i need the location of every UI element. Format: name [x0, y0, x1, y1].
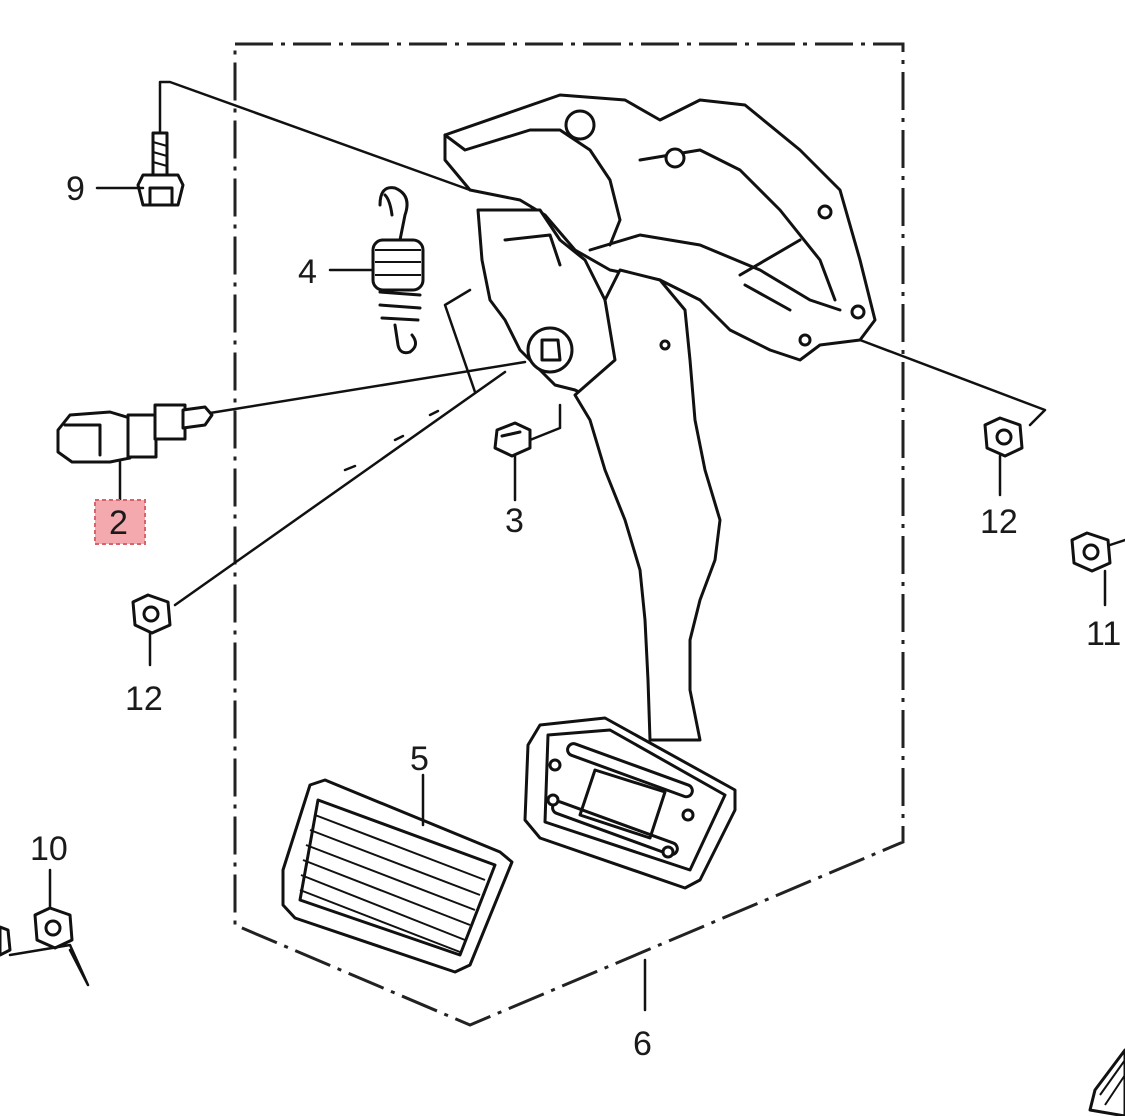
nut-12-right — [983, 416, 1024, 458]
callout-11: 11 — [1086, 615, 1121, 653]
nut-12-left — [131, 593, 172, 635]
nut-10 — [0, 906, 74, 957]
callout-12-right: 12 — [980, 503, 1018, 541]
accelerator-pedal-partial — [1088, 1048, 1125, 1116]
callout-9: 9 — [66, 170, 85, 208]
pedal-pad-rubber — [281, 778, 514, 974]
stop-lamp-switch — [56, 403, 214, 464]
callouts: 9 4 2 3 12 12 11 5 10 6 — [30, 170, 1121, 1063]
callout-3: 3 — [505, 502, 524, 540]
callout-5: 5 — [410, 740, 429, 778]
bolt — [136, 131, 185, 207]
callout-12-left: 12 — [125, 680, 163, 718]
leader-lines — [8, 80, 1125, 1012]
callout-4: 4 — [298, 253, 317, 291]
callout-10: 10 — [30, 830, 68, 868]
callout-2-highlight — [94, 499, 146, 545]
return-spring — [371, 186, 425, 355]
callout-2: 2 — [109, 504, 128, 542]
callout-6: 6 — [633, 1025, 652, 1063]
nut-11 — [1070, 531, 1112, 573]
pedal-assembly — [443, 93, 877, 890]
assembly-boundary — [233, 42, 905, 1027]
pedal-stop-cushion — [493, 421, 532, 458]
